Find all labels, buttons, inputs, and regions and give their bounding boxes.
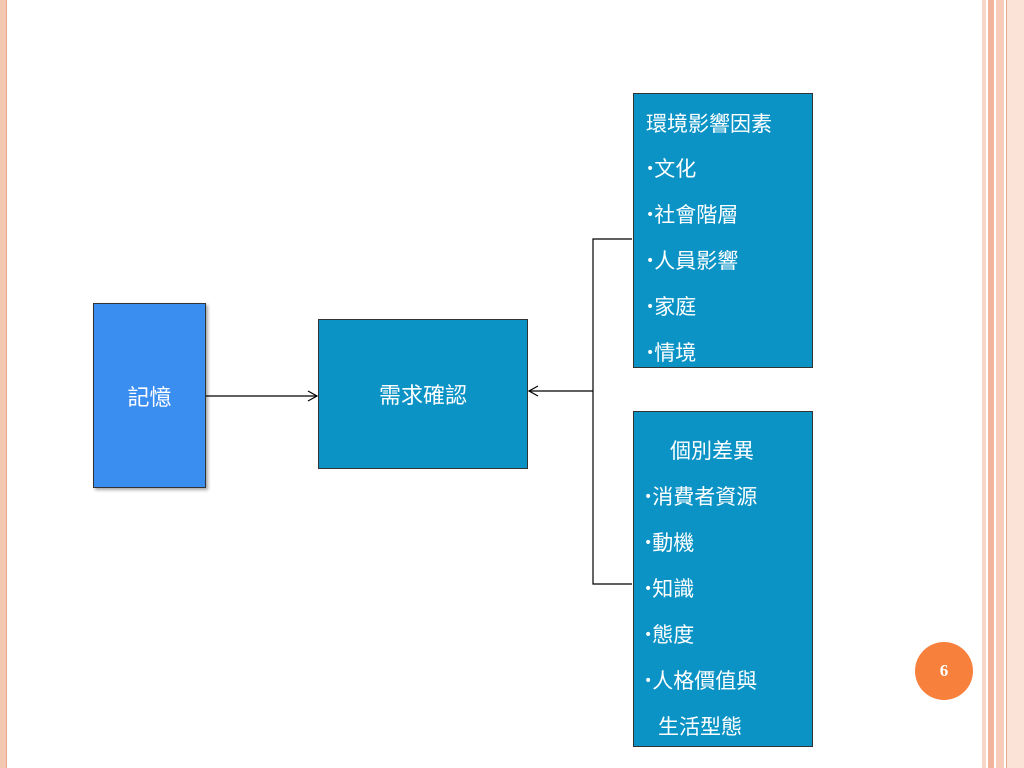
environment-item-text: 社會階層: [654, 203, 739, 227]
right-frame-stripe-2: [988, 0, 994, 768]
bullet: •: [644, 673, 653, 689]
right-frame-stripe-4: [1006, 0, 1024, 768]
environment-item-text: 情境: [654, 341, 697, 365]
environment-item: •人員影響: [646, 238, 812, 284]
bullet: •: [646, 345, 655, 361]
individual-item-text: 知識: [652, 577, 695, 601]
memory-box: 記憶: [93, 303, 206, 488]
factor-bracket: [592, 238, 632, 585]
individual-item-text: 消費者資源: [652, 485, 758, 509]
bullet: •: [644, 489, 653, 505]
individual-item: •態度: [644, 612, 812, 658]
environment-title: 環境影響因素: [646, 112, 772, 136]
memory-label: 記憶: [127, 385, 172, 411]
individual-item-text: 態度: [652, 623, 695, 647]
bullet: •: [646, 161, 655, 177]
page-number-badge: 6: [915, 642, 973, 700]
environment-item: •家庭: [646, 284, 812, 330]
need-recognition-label: 需求確認: [378, 384, 467, 409]
environment-factors-box: 環境影響因素 •文化 •社會階層 •人員影響 •家庭 •情境: [633, 93, 813, 368]
left-frame-stripe: [0, 0, 7, 768]
bullet: •: [644, 535, 653, 551]
bullet: •: [646, 299, 655, 315]
right-frame-stripe-3: [996, 0, 1004, 768]
individual-differences-box: 個別差異 •消費者資源 •動機 •知識 •態度 •人格價值與 生活型態: [633, 411, 813, 747]
individual-item-continuation: 生活型態: [658, 715, 742, 739]
right-frame-stripe-1: [982, 0, 986, 768]
individual-item-text: 人格價值與: [652, 669, 758, 693]
bullet: •: [644, 627, 653, 643]
environment-item-text: 文化: [654, 157, 697, 181]
need-recognition-box: 需求確認: [318, 319, 528, 469]
individual-title: 個別差異: [670, 439, 754, 463]
individual-item-text: 動機: [652, 531, 695, 555]
individual-item: •知識: [644, 566, 812, 612]
individual-item: •消費者資源: [644, 474, 812, 520]
environment-item: •文化: [646, 146, 812, 192]
page-number: 6: [939, 661, 949, 680]
environment-item-text: 家庭: [654, 295, 697, 319]
bullet: •: [646, 253, 655, 269]
individual-item: •人格價值與: [644, 658, 812, 704]
bullet: •: [646, 207, 655, 223]
individual-item: •動機: [644, 520, 812, 566]
environment-item: •情境: [646, 330, 812, 376]
bullet: •: [644, 581, 653, 597]
environment-item: •社會階層: [646, 192, 812, 238]
environment-item-text: 人員影響: [654, 249, 739, 273]
